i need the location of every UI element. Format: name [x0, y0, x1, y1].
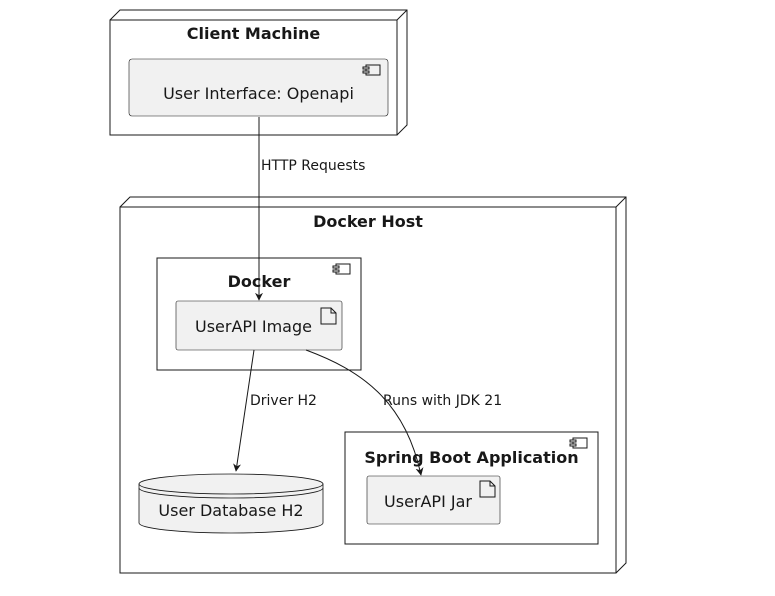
edge-driver-h2	[233, 349, 255, 472]
component-icon	[569, 437, 588, 449]
user-interface-box	[128, 58, 389, 117]
docker-host-title: Docker Host	[313, 212, 423, 231]
userapi-image-label: UserAPI Image	[195, 317, 312, 336]
client-machine-title: Client Machine	[186, 24, 321, 43]
docker-title: Docker	[227, 272, 291, 291]
driver-h2-label: Driver H2	[250, 393, 317, 409]
component-icon	[362, 64, 381, 76]
runs-with-jdk-label: Runs with JDK 21	[383, 393, 503, 409]
userapi-image-box	[175, 300, 343, 351]
http-requests-label: HTTP Requests	[261, 158, 366, 174]
spring-boot-title: Spring Boot Application	[364, 448, 579, 467]
user-database-label: User Database H2	[158, 501, 304, 520]
artifact-icon	[479, 480, 496, 498]
edge-runs-with-jdk	[305, 349, 424, 476]
userapi-jar-box	[366, 475, 501, 525]
userapi-jar-label: UserAPI Jar	[384, 492, 472, 511]
component-icon	[332, 263, 351, 275]
user-interface-label: User Interface: Openapi	[163, 84, 354, 103]
artifact-icon	[320, 307, 337, 325]
user-database-cylinder	[138, 473, 324, 534]
